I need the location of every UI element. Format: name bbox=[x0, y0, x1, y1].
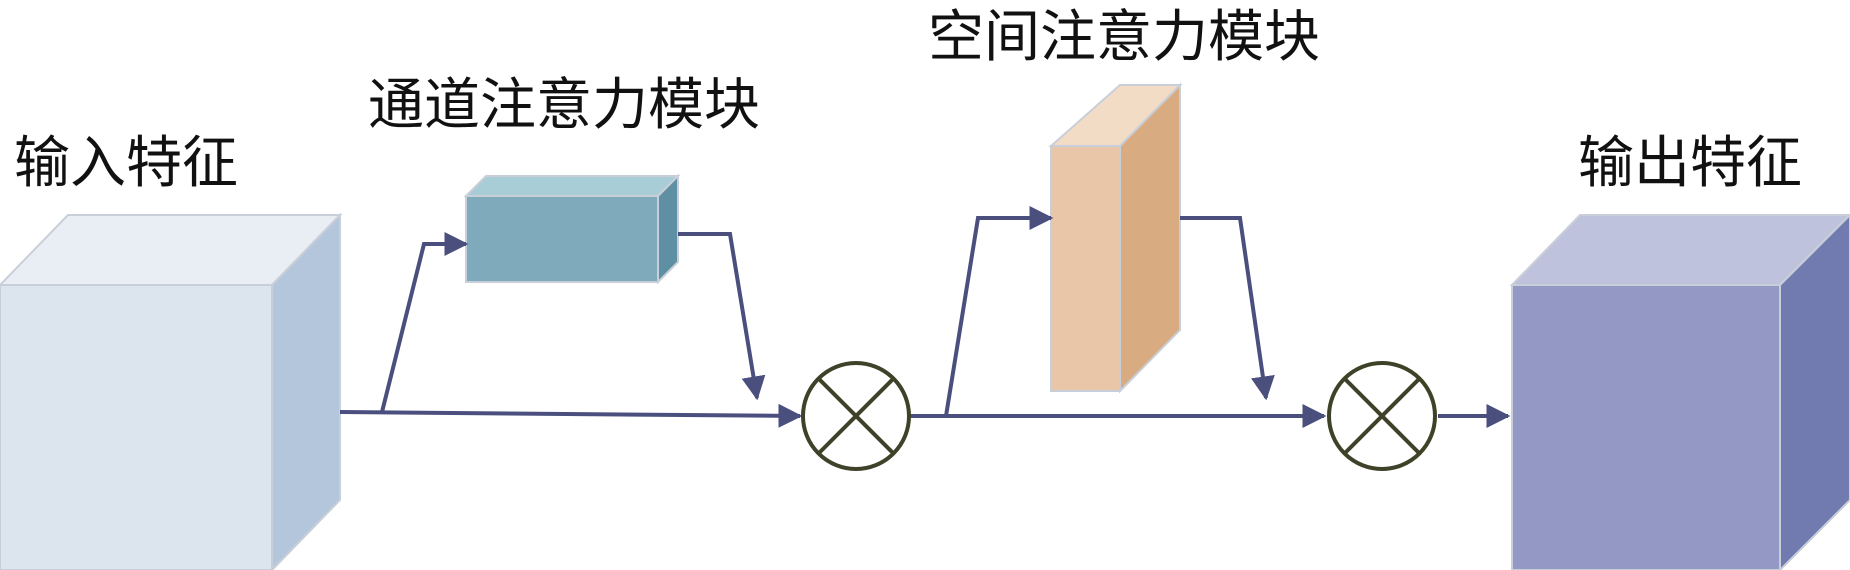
channel-attention-block bbox=[463, 173, 681, 285]
input-feature-cube bbox=[0, 212, 343, 570]
branch-to-channel-block bbox=[380, 232, 469, 413]
input-feature-label: 输入特征 bbox=[14, 131, 238, 196]
channel-block-side bbox=[657, 173, 679, 285]
multiply-operator-2 bbox=[1327, 361, 1437, 471]
multiply-circle-icon bbox=[801, 361, 911, 471]
output-feature-cube bbox=[1509, 213, 1850, 570]
input-cube-front bbox=[0, 284, 273, 570]
output-cube-front bbox=[1511, 284, 1781, 570]
channel-attention-label: 通道注意力模块 bbox=[368, 73, 760, 138]
spatial-block-to-main bbox=[1180, 216, 1275, 401]
spatial-attention-label: 空间注意力模块 bbox=[928, 5, 1320, 70]
multiply-operator-1 bbox=[801, 361, 911, 471]
spatial-block-front bbox=[1050, 145, 1121, 392]
connections bbox=[339, 206, 1511, 428]
main-line-to-multiply-1 bbox=[339, 403, 803, 428]
spatial-attention-block bbox=[1048, 82, 1183, 394]
output-feature-label: 输出特征 bbox=[1578, 131, 1802, 196]
channel-block-front bbox=[465, 195, 659, 283]
channel-block-to-main bbox=[678, 232, 766, 401]
channel-block-top bbox=[463, 175, 681, 197]
multiply-circle-icon bbox=[1327, 361, 1437, 471]
branch-to-spatial-block bbox=[944, 206, 1054, 417]
